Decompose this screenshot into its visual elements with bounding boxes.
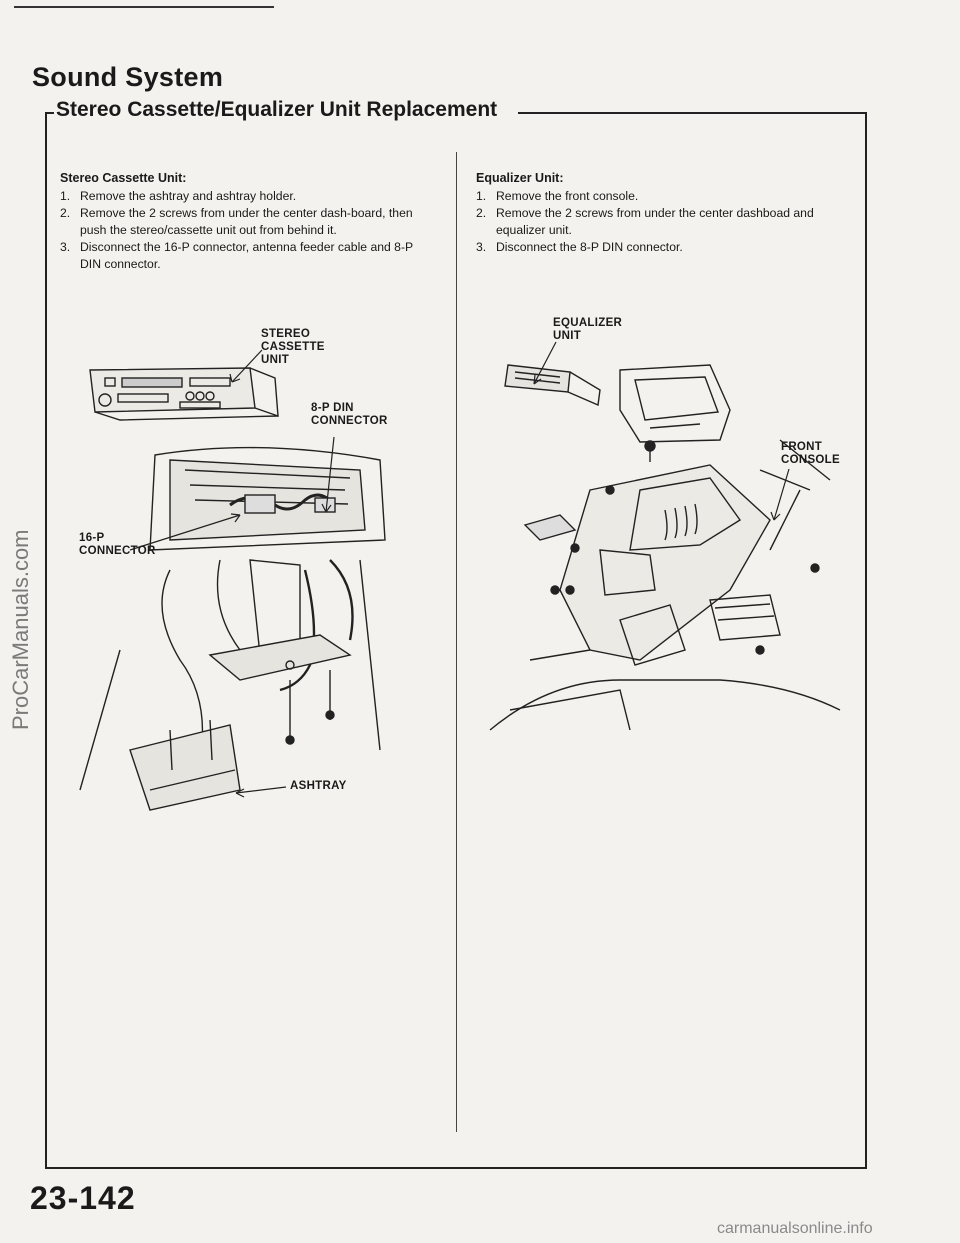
column-divider: [456, 152, 457, 1132]
step-number: 2.: [476, 206, 487, 220]
callout-ashtray: ASHTRAY: [290, 780, 347, 792]
stereo-cassette-illustration: [79, 367, 386, 811]
stereo-cassette-instructions: Stereo Cassette Unit: 1. Remove the ashtr…: [60, 170, 430, 273]
equalizer-instructions: Equalizer Unit: 1. Remove the front conso…: [476, 170, 846, 256]
stereo-cassette-steps: 1. Remove the ashtray and ashtray holder.…: [60, 188, 430, 273]
procedure-title: Stereo Cassette/Equalizer Unit Replaceme…: [56, 98, 504, 122]
step-item: 1. Remove the ashtray and ashtray holder.: [60, 188, 430, 205]
content-frame: [45, 112, 867, 1169]
step-number: 1.: [60, 189, 71, 203]
callout-stereo-cassette-unit: STEREO CASSETTE UNIT: [261, 328, 325, 366]
step-number: 1.: [476, 189, 487, 203]
callout-front-console: FRONT CONSOLE: [781, 441, 840, 466]
step-number: 3.: [60, 240, 71, 254]
callout-din-connector: 8-P DIN CONNECTOR: [311, 402, 388, 427]
equalizer-illustration: [489, 364, 841, 731]
side-watermark: ProCarManuals.com: [8, 529, 33, 730]
step-item: 2. Remove the 2 screws from under the cen…: [60, 205, 430, 239]
step-item: 2. Remove the 2 screws from under the cen…: [476, 205, 846, 239]
step-text: Remove the ashtray and ashtray holder.: [80, 189, 297, 203]
page-number: 23-142: [30, 1180, 136, 1216]
frame-top-right: [518, 112, 865, 114]
step-text: Disconnect the 16-P connector, antenna f…: [80, 240, 413, 271]
equalizer-heading: Equalizer Unit:: [476, 171, 564, 185]
step-text: Remove the front console.: [496, 189, 639, 203]
stereo-cassette-heading: Stereo Cassette Unit:: [60, 171, 187, 185]
step-item: 3. Disconnect the 8-P DIN connector.: [476, 239, 846, 256]
callout-equalizer-unit: EQUALIZER UNIT: [553, 317, 623, 342]
section-title: Sound System: [32, 62, 224, 92]
footer-watermark: carmanualsonline.info: [717, 1220, 873, 1237]
equalizer-steps: 1. Remove the front console. 2. Remove the…: [476, 188, 846, 256]
step-number: 3.: [476, 240, 487, 254]
callout-16p-connector: 16-P CONNECTOR: [79, 532, 156, 557]
frame-top-left: [45, 112, 54, 114]
step-text: Remove the 2 screws from under the cente…: [496, 206, 814, 237]
step-item: 1. Remove the front console.: [476, 188, 846, 205]
step-text: Disconnect the 8-P DIN connector.: [496, 240, 683, 254]
step-item: 3. Disconnect the 16-P connector, antenna…: [60, 239, 430, 273]
top-rule: [14, 6, 274, 8]
step-text: Remove the 2 screws from under the cente…: [80, 206, 413, 237]
step-number: 2.: [60, 206, 71, 220]
